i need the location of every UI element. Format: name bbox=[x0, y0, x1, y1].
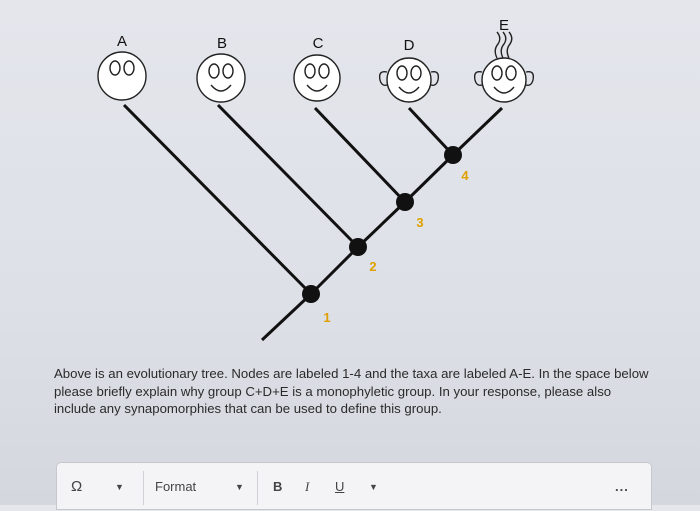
branch-taxon-e bbox=[451, 106, 504, 157]
node-label-1: 1 bbox=[323, 310, 330, 325]
taxon-label-e: E bbox=[499, 17, 509, 34]
node-4 bbox=[444, 146, 462, 164]
node-3 bbox=[396, 193, 414, 211]
chevron-down-icon[interactable]: ▼ bbox=[235, 482, 244, 492]
branch-taxon-b bbox=[216, 103, 360, 249]
toolbar-divider bbox=[143, 471, 144, 505]
italic-button[interactable]: I bbox=[305, 479, 310, 494]
more-options-button[interactable]: ... bbox=[615, 479, 629, 494]
branch-node3-node4 bbox=[403, 153, 455, 204]
face-plain-icon bbox=[97, 51, 147, 101]
face-smile-icon bbox=[196, 53, 246, 103]
face-smile-ears-icon bbox=[378, 57, 440, 103]
root-branch bbox=[260, 292, 313, 342]
phylogenetic-tree: 1 2 3 4 A B C D E bbox=[97, 17, 535, 342]
underline-button[interactable]: U bbox=[335, 479, 345, 494]
taxon-label-d: D bbox=[404, 37, 415, 54]
question-text: Above is an evolutionary tree. Nodes are… bbox=[54, 366, 649, 417]
branch-node1-node2 bbox=[309, 245, 360, 296]
node-label-4: 4 bbox=[461, 168, 469, 183]
bold-button[interactable]: B bbox=[273, 479, 283, 494]
branch-taxon-a bbox=[122, 103, 313, 296]
format-dropdown[interactable]: Format bbox=[155, 479, 197, 494]
branch-taxon-d bbox=[407, 106, 455, 157]
node-2 bbox=[349, 238, 367, 256]
branch-node2-node3 bbox=[356, 200, 407, 249]
face-smile-ears-hair-icon bbox=[473, 31, 535, 103]
taxon-label-a: A bbox=[117, 33, 127, 50]
toolbar-divider bbox=[257, 471, 258, 505]
taxon-label-b: B bbox=[217, 35, 227, 52]
taxon-label-c: C bbox=[313, 35, 324, 52]
node-label-2: 2 bbox=[369, 259, 376, 274]
node-label-3: 3 bbox=[416, 215, 423, 230]
face-smile-icon bbox=[293, 54, 341, 102]
chevron-down-icon[interactable]: ▼ bbox=[369, 482, 378, 492]
chevron-down-icon[interactable]: ▼ bbox=[115, 482, 124, 492]
editor-toolbar: Ω ▼ Format ▼ B I U ▼ ... bbox=[56, 462, 652, 510]
branch-taxon-c bbox=[313, 106, 407, 204]
node-1 bbox=[302, 285, 320, 303]
omega-icon[interactable]: Ω bbox=[71, 478, 83, 495]
